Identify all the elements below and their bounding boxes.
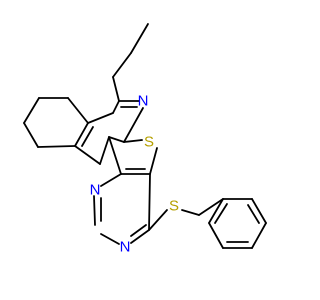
- bond-ring-aromatic-4: [87, 112, 114, 124]
- bond-cyclohexane-3: [23, 97, 40, 124]
- bond-thiophene-s-c: [149, 147, 158, 175]
- bond-pyrimidine-5: [148, 173, 151, 231]
- bond-layer: [23, 23, 267, 249]
- bond-pyrimidine-4: [130, 229, 150, 244]
- bond-cyclohexane-1: [67, 97, 89, 124]
- atom-label-nitrogen-pyrimidine-left: N: [90, 182, 101, 199]
- atom-label-nitrogen-pyrimidine-right: N: [120, 239, 131, 256]
- bond-benzene-6: [208, 198, 224, 224]
- bond-ring-aromatic-5: [112, 100, 120, 114]
- bond-benzene-3: [251, 222, 267, 249]
- bond-pyrimidine-2: [93, 195, 96, 226]
- bond-ethyl-inner: [112, 52, 132, 78]
- atom-label-nitrogen-pyridine: N: [138, 93, 149, 110]
- bond-benzene-5: [208, 222, 224, 249]
- bond-ring-c-to-ch2: [112, 76, 120, 102]
- bond-pyrimidine-4-double: [130, 224, 147, 237]
- bond-benzene-6-double: [214, 203, 228, 224]
- bond-thiophene-c-s: [123, 139, 143, 143]
- molecule-canvas: N S N N S: [23, 23, 267, 256]
- bond-benzene-2: [251, 198, 267, 224]
- bond-ethyl-terminal: [130, 23, 149, 54]
- bond-ch2-phenyl: [198, 198, 224, 216]
- bond-ring-aromatic-3: [74, 122, 89, 147]
- atom-label-sulfur-thioether: S: [169, 198, 179, 215]
- bond-n-c-pyridine: [123, 107, 144, 143]
- bond-thiophene-left: [108, 136, 122, 175]
- bond-ring-aromatic-3-double: [81, 126, 94, 147]
- bond-c-s-thioether: [148, 209, 168, 231]
- bond-cyclohexane-4: [23, 122, 39, 148]
- atom-label-layer: N S N N S: [90, 93, 179, 256]
- bond-ring-aromatic-1: [99, 136, 110, 165]
- bond-pyrimidine-3: [100, 233, 120, 245]
- atom-label-sulfur-thiophene: S: [144, 134, 154, 151]
- bond-ring-fusion-pyridine: [108, 136, 125, 143]
- molecule-structure: N S N N S: [23, 23, 267, 256]
- bond-s-ch2: [181, 209, 200, 216]
- bond-benzene-2-double: [247, 204, 260, 224]
- bond-cyclohexane-5: [37, 145, 76, 148]
- bond-ring-aromatic-2: [74, 145, 101, 165]
- bond-pyrimidine-1: [100, 173, 122, 187]
